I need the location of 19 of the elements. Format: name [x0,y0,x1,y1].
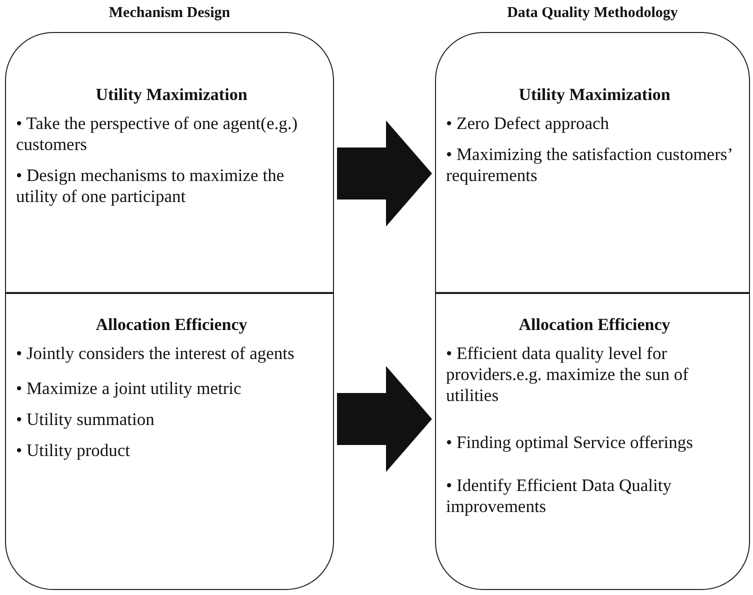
column-heading: Data Quality Methodology [506,5,679,22]
block-arrow [337,120,432,226]
bullet-text: • Finding optimal Service offerings [446,432,694,453]
block-arrow [337,366,432,472]
bullet-text: • Identify Efficient Data Quality improvements [446,475,672,517]
bullet-text: • Zero Defect approach [446,113,610,134]
bullet-text: • Maximize a joint utility metric [16,378,242,399]
column-heading: Mechanism Design [108,5,232,22]
section-heading: Allocation Efficiency [518,315,672,335]
bullet-text: • Take the perspective of one agent(e.g.) customers [16,113,299,155]
section-heading: Utility Maximization [94,85,248,105]
bullet-text: • Maximizing the satisfaction customers’ requirements [446,144,733,186]
bullet-text: • Efficient data quality level for providers.e.g. maximize the sun of utilities [446,343,690,406]
section-heading: Utility Maximization [518,85,672,105]
bullet-text: • Jointly considers the interest of agents [16,343,296,364]
bullet-text: • Design mechanisms to maximize the utility of one participant [16,165,286,207]
bullet-text: • Utility product [16,440,132,461]
section-heading: Allocation Efficiency [94,315,248,335]
bullet-text: • Utility summation [16,409,156,430]
